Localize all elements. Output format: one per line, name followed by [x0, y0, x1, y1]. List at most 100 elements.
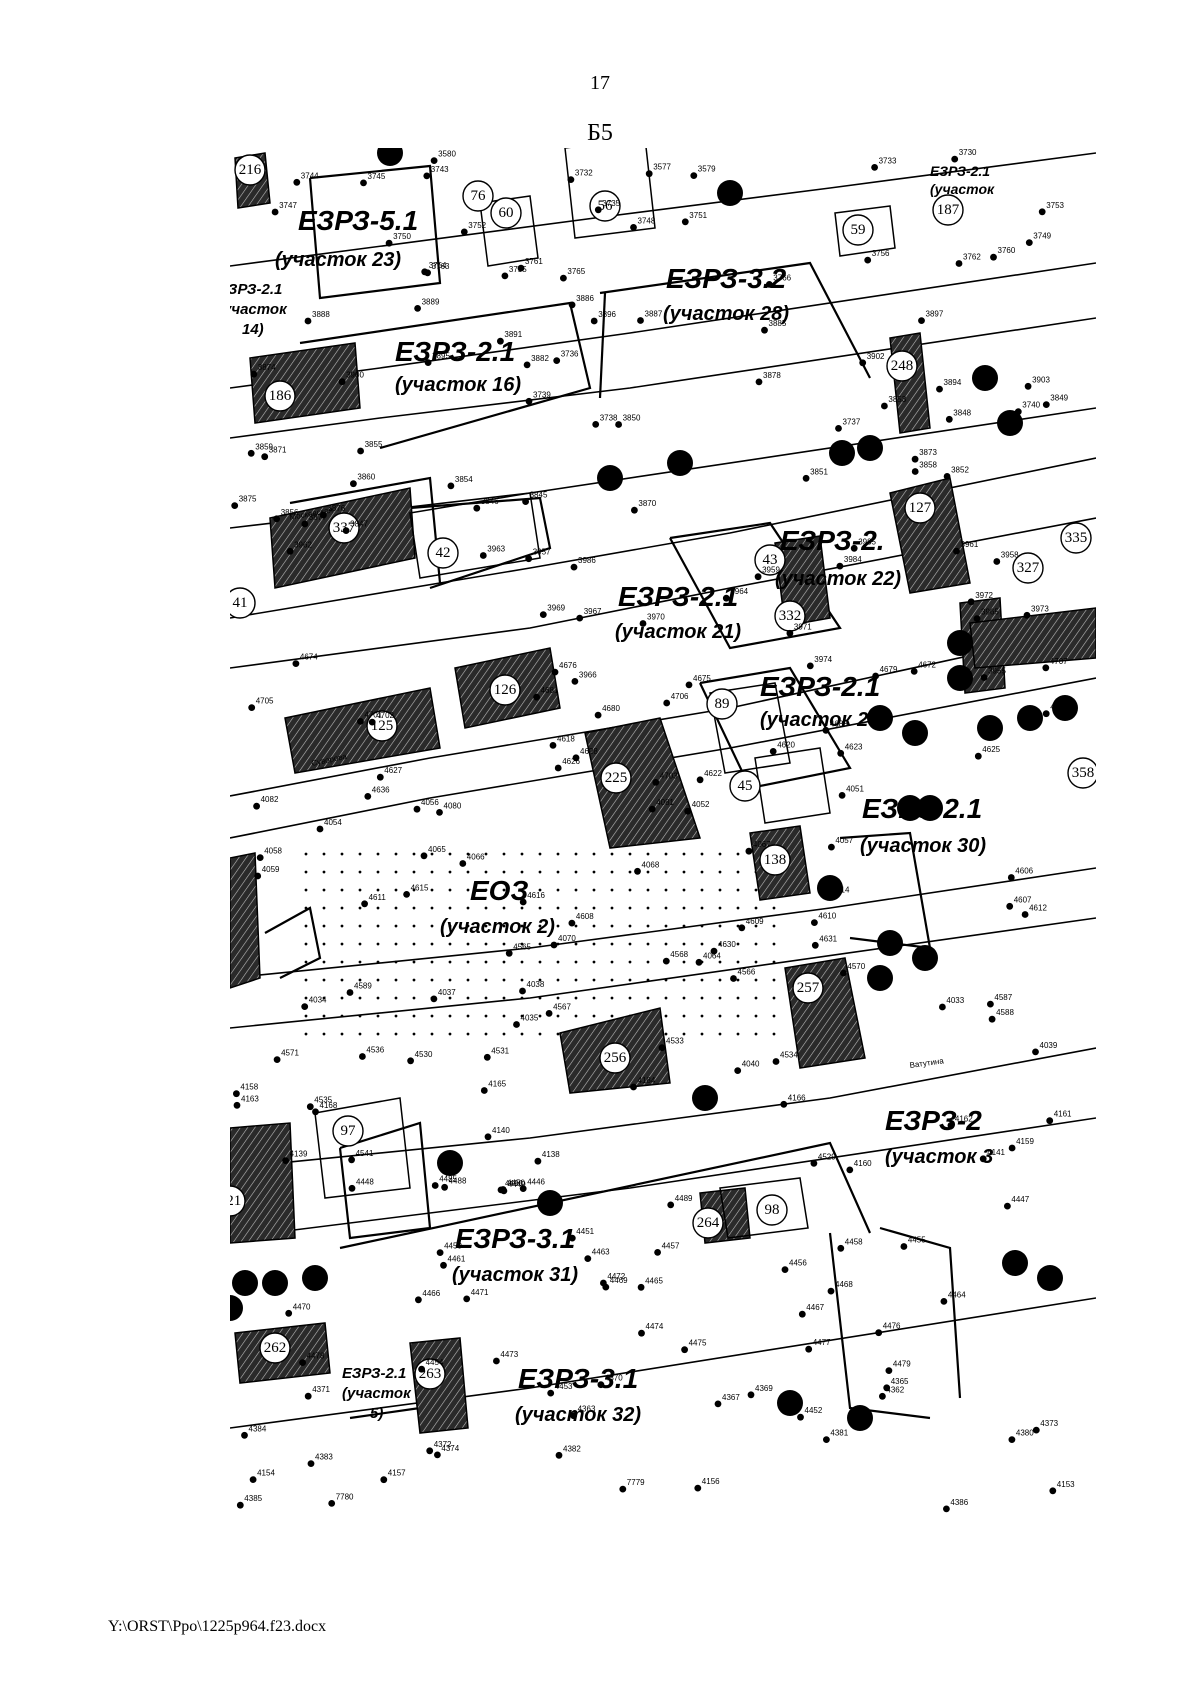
point-label: 4626	[562, 757, 580, 766]
survey-point	[786, 629, 794, 637]
survey-point	[615, 421, 622, 428]
survey-point	[236, 1501, 244, 1509]
building-number: 327	[1012, 552, 1044, 584]
point-label: 4628	[580, 747, 598, 756]
survey-point	[304, 317, 312, 325]
survey-point	[638, 1329, 645, 1337]
building-number: 97	[332, 1115, 364, 1147]
survey-point	[690, 172, 698, 179]
survey-point	[979, 1155, 987, 1163]
point-label: 3984	[844, 555, 862, 564]
survey-point	[328, 1500, 336, 1507]
survey-point	[426, 1447, 434, 1455]
zone-labels: ЕЗРЗ-5.1 (участок 23) ЕЗРЗ-2.1 (участок …	[230, 163, 995, 1426]
point-label: 4609	[746, 917, 764, 926]
survey-point	[780, 1100, 788, 1108]
survey-point	[273, 515, 281, 523]
point-label: 4370	[605, 1374, 623, 1383]
survey-point	[460, 228, 468, 236]
survey-point	[576, 614, 584, 622]
survey-point	[592, 421, 600, 428]
survey-point	[806, 662, 814, 670]
point-label: 4450	[507, 1179, 525, 1188]
survey-point	[499, 1186, 507, 1193]
survey-point	[951, 155, 959, 163]
point-label: 3896	[598, 310, 616, 319]
zone-sublabel: (участок	[930, 181, 995, 197]
building-number: 98	[756, 1194, 788, 1226]
point-label: 4158	[240, 1083, 258, 1092]
survey-point	[1008, 1436, 1016, 1443]
survey-point	[555, 1451, 563, 1459]
survey-point	[568, 919, 576, 927]
point-label: 4468	[835, 1280, 853, 1289]
point-label: 4038	[527, 980, 545, 989]
point-label: 4455	[908, 1236, 926, 1245]
point-label: 4070	[558, 934, 576, 943]
survey-point	[939, 1003, 946, 1011]
point-label: 4607	[1014, 895, 1032, 904]
survey-point	[765, 281, 773, 288]
point-label: 4452	[805, 1406, 823, 1415]
point-label: 4371	[312, 1385, 330, 1394]
point-label: 3577	[653, 163, 671, 172]
point-label: 4065	[428, 845, 446, 854]
point-label: 3885	[769, 319, 787, 328]
point-label: 3955	[988, 667, 1006, 676]
point-label: 4384	[249, 1424, 267, 1433]
survey-point	[348, 1184, 356, 1192]
point-label: 4534	[780, 1051, 798, 1060]
survey-point	[523, 361, 531, 369]
point-label: 4157	[388, 1469, 406, 1478]
survey-point	[403, 891, 410, 898]
point-label: 3871	[269, 446, 287, 455]
point-label: 4081	[656, 798, 674, 807]
point-label: 3848	[953, 408, 971, 417]
point-label: 4039	[1040, 1041, 1058, 1050]
survey-point	[493, 1357, 500, 1365]
point-label: 3876	[327, 504, 345, 513]
point-label: 4490	[505, 1179, 523, 1188]
survey-point	[654, 1249, 661, 1256]
svg-text:248: 248	[891, 358, 914, 374]
survey-point	[380, 1476, 388, 1484]
survey-point	[364, 793, 372, 800]
point-label: 4479	[893, 1360, 911, 1369]
point-label: 3749	[1033, 232, 1051, 241]
point-label: 4672	[918, 660, 936, 669]
point-label: 4369	[755, 1384, 773, 1393]
survey-point	[634, 867, 641, 875]
svg-text:225: 225	[605, 770, 628, 786]
survey-point	[241, 1431, 248, 1439]
survey-point	[248, 704, 256, 711]
survey-point	[594, 206, 602, 214]
point-label: 4612	[1029, 904, 1047, 913]
survey-point	[484, 1133, 492, 1141]
point-label: 3966	[579, 670, 597, 679]
point-label: 4160	[854, 1159, 872, 1168]
survey-point	[463, 1295, 471, 1303]
survey-point	[301, 1003, 309, 1010]
point-label: 3748	[638, 216, 656, 225]
svg-text:125: 125	[371, 718, 394, 734]
zone-label: ЕЗРЗ-2.	[780, 525, 885, 556]
point-label: 4037	[438, 988, 456, 997]
zoning-map[interactable]: 216 76 60 56 59 187 186 248 337 42 41 12…	[230, 148, 1096, 1548]
point-label: 4374	[441, 1444, 459, 1453]
building-number: 41	[230, 587, 256, 619]
survey-point	[910, 668, 918, 675]
point-label: 4449	[508, 1180, 526, 1189]
zone-label: ЕЗРЗ-5.1	[298, 205, 418, 236]
survey-point	[534, 1157, 542, 1165]
point-label: 7780	[336, 1492, 354, 1501]
survey-point	[285, 1309, 293, 1317]
survey-point	[292, 660, 300, 667]
survey-point	[630, 1083, 637, 1091]
survey-point	[414, 305, 421, 312]
survey-point	[600, 1279, 607, 1287]
building-number: 256	[599, 1042, 631, 1074]
point-label: 4454	[426, 1358, 444, 1367]
survey-point	[1006, 902, 1014, 910]
point-label: 3854	[455, 475, 473, 484]
zone-sublabel: (участок	[342, 1385, 412, 1402]
